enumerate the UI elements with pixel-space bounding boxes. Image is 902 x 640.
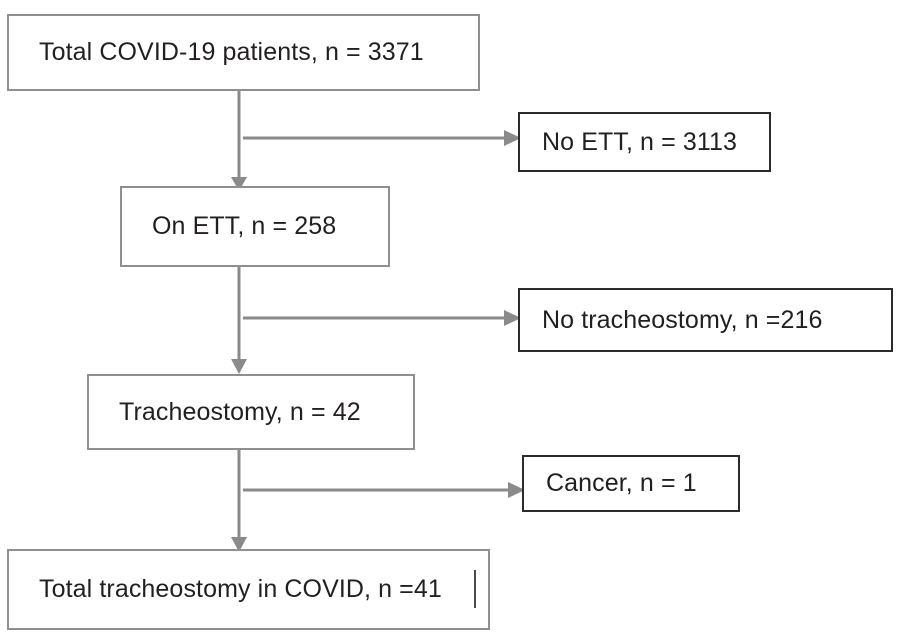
connector-tracheostomy-to-total <box>0 446 560 558</box>
node-cancer[interactable]: Cancer, n = 1 <box>522 455 740 512</box>
text-caret <box>474 570 476 608</box>
connector-total-to-onett <box>0 86 560 196</box>
node-tracheostomy[interactable]: Tracheostomy, n = 42 <box>87 374 415 450</box>
node-total-covid-patients-label: Total COVID-19 patients, n = 3371 <box>39 38 424 66</box>
node-total-covid-patients[interactable]: Total COVID-19 patients, n = 3371 <box>7 14 480 91</box>
node-on-ett-label: On ETT, n = 258 <box>152 212 337 240</box>
node-cancer-label: Cancer, n = 1 <box>546 469 697 497</box>
node-total-tracheostomy-covid[interactable]: Total tracheostomy in COVID, n =41 <box>7 549 490 630</box>
node-tracheostomy-label: Tracheostomy, n = 42 <box>119 397 361 426</box>
node-no-tracheostomy[interactable]: No tracheostomy, n =216 <box>518 288 893 352</box>
node-total-tracheostomy-covid-label: Total tracheostomy in COVID, n =41 <box>39 575 442 603</box>
node-no-ett-label: No ETT, n = 3113 <box>542 127 737 156</box>
connector-onett-to-tracheostomy <box>0 262 560 380</box>
node-on-ett[interactable]: On ETT, n = 258 <box>120 186 390 267</box>
node-no-tracheostomy-label: No tracheostomy, n =216 <box>542 305 823 334</box>
node-no-ett[interactable]: No ETT, n = 3113 <box>518 112 771 172</box>
